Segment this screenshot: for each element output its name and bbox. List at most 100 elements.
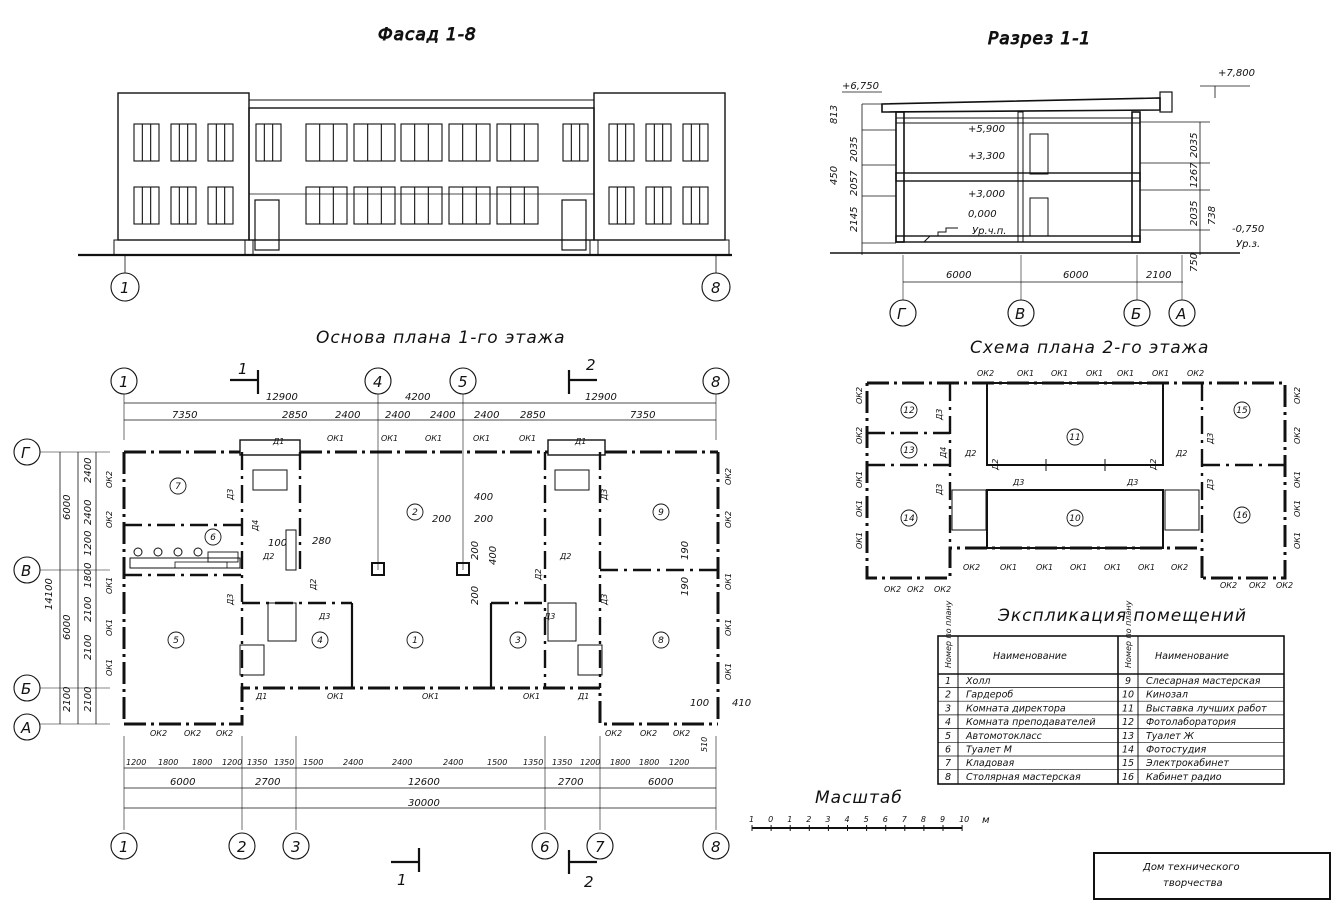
facade-window — [645, 123, 672, 162]
plan2-opening-mark-2: ОК1 — [1017, 369, 1034, 378]
section-span-3: 2100 — [1146, 270, 1171, 281]
explication-title: Экспликация помещений — [997, 606, 1247, 626]
plan2-opening-mark-34: Д2 — [1149, 459, 1158, 471]
plan1-opening-mark-16: ОК1 — [523, 692, 540, 701]
explication-row-5-name: Автомотокласс — [965, 731, 1043, 742]
plan2-opening-mark-21: ОК2 — [963, 563, 980, 572]
plan2-opening-mark-22: ОК1 — [1000, 563, 1017, 572]
explication-row-12-name: Фотолаборатория — [1146, 717, 1236, 728]
section-axis-g: Г — [897, 305, 907, 323]
plan2-opening-mark-15: ОК1 — [1293, 471, 1302, 488]
plan1-misc-dim-2: 280 — [312, 536, 331, 547]
plan1-room-6-marker — [169, 477, 187, 495]
plan2-opening-mark-37: Д3 — [935, 409, 944, 421]
plan1-axis-bottom-3: 3 — [291, 838, 301, 856]
plan1-room-3-marker — [311, 631, 329, 649]
facade-axis-1: 1 — [120, 279, 130, 297]
plan1-axis-top-5: 5 — [458, 373, 468, 391]
plan1-bottom-mid-dim-4: 2700 — [558, 777, 583, 788]
plan1-opening-mark-10: ОК1 — [381, 434, 398, 443]
plan2-opening-mark-10: ОК1 — [855, 471, 864, 488]
facade-window — [353, 186, 396, 225]
facade-view: Фасад 1-8 — [78, 25, 732, 302]
plan2-opening-mark-23: ОК1 — [1036, 563, 1053, 572]
facade-window — [305, 186, 348, 225]
plan1-opening-mark-13: ОК1 — [519, 434, 536, 443]
plan1-axis-bottom-1: 1 — [119, 838, 129, 856]
scale-tick-label-7: 5 — [864, 815, 869, 824]
plan1-opening-mark-21: ОК2 — [724, 511, 733, 528]
plan1-opening-mark-30: Д2 — [559, 552, 571, 561]
plan1-axis-bottom-6: 6 — [540, 838, 550, 856]
title-stamp — [1093, 852, 1331, 900]
plan1-opening-mark-15: ОК1 — [422, 692, 439, 701]
plan1-left-inner-dim-8: 2100 — [83, 687, 94, 712]
plan2-opening-mark-12: ОК1 — [855, 532, 864, 549]
plan1-misc-dim-4: 190 — [680, 577, 691, 596]
plan1-room-5-label: 6 — [210, 533, 216, 543]
plan1-axis-left-b: Б — [21, 680, 31, 698]
plan1-opening-mark-27: Д1 — [255, 692, 267, 701]
plan2-room-1-marker — [1066, 428, 1084, 446]
plan1-top-dim-outer-3: 12900 — [585, 392, 617, 403]
explication-row-11-num: 11 — [1122, 703, 1134, 714]
section-axis-b: Б — [1131, 305, 1141, 323]
plan2-room-6-label: 16 — [1236, 511, 1248, 521]
plan1-axis-left-v: В — [21, 562, 31, 580]
plan2-opening-mark-33: Д2 — [991, 459, 1000, 471]
plan1-cut-1-bottom: 1 — [397, 871, 407, 889]
plan1-room-2-label: 3 — [515, 636, 521, 646]
plan2-room-2-marker — [900, 401, 918, 419]
plan2-opening-mark-9: ОК2 — [855, 427, 864, 444]
plan2-room-6-marker — [1233, 506, 1251, 524]
plan2-opening-mark-1: ОК2 — [977, 369, 994, 378]
scale-tick-label-11: 9 — [940, 815, 945, 824]
plan1-left-inner-dim-4: 1800 — [83, 563, 94, 588]
plan1-misc-dim-3: 190 — [680, 541, 691, 560]
plan2-opening-mark-32: Д2 — [1175, 449, 1187, 458]
plan1-left-inner-dim-5: 2100 — [83, 597, 94, 622]
plan1-opening-mark-33: Д3 — [600, 489, 609, 501]
plan1-opening-mark-31: Д3 — [226, 489, 235, 501]
section-right-dim-4: 738 — [1207, 206, 1218, 225]
plan2-opening-mark-40: Д3 — [935, 484, 944, 496]
plan1-col-dim-2: 200 — [432, 514, 451, 525]
facade-window — [496, 123, 539, 162]
section-elev-top-left: +6,750 — [842, 81, 879, 92]
plan1-top-dim-outer-1: 12900 — [266, 392, 298, 403]
plan1-opening-mark-28: Д1 — [577, 692, 589, 701]
explication-row-10-num: 10 — [1122, 690, 1134, 701]
plan1-opening-mark-2: ОК2 — [105, 511, 114, 528]
plan2-opening-mark-8: ОК2 — [855, 387, 864, 404]
plan1-left-inner-dim-6: 2100 — [83, 635, 94, 660]
plan1-opening-mark-11: ОК1 — [425, 434, 442, 443]
facade-window — [353, 123, 396, 162]
plan2-opening-mark-14: ОК2 — [1293, 427, 1302, 444]
plan1-top-inner-dim-1: 7350 — [172, 410, 197, 421]
plan1-opening-mark-22: ОК1 — [724, 573, 733, 590]
plan1-opening-mark-9: ОК1 — [327, 434, 344, 443]
facade-window — [448, 186, 491, 225]
plan1-room-0-label: 1 — [412, 636, 418, 646]
plan2-opening-mark-6: ОК1 — [1152, 369, 1169, 378]
explication-row-3-num: 3 — [945, 703, 951, 714]
plan1-opening-mark-6: ОК2 — [150, 729, 167, 738]
facade-window — [170, 186, 197, 225]
explication-table — [937, 635, 1285, 785]
plan1-room-7-label: 8 — [658, 636, 664, 646]
explication-header-num-right: Номер по плану — [1124, 600, 1133, 668]
facade-window — [400, 123, 443, 162]
section-right-dim-2: 1267 — [1189, 162, 1200, 188]
facade-window — [608, 123, 635, 162]
plan1-left-outer-1: 6000 — [62, 495, 73, 520]
explication-row-13-name: Туалет Ж — [1146, 731, 1195, 742]
plan1-bottom-detail-dim-3: 1800 — [192, 758, 212, 767]
plan1-bottom-mid-dim-3: 12600 — [408, 777, 440, 788]
plan2-room-0-marker — [1066, 509, 1084, 527]
plan1-top-dim-outer-2: 4200 — [405, 392, 430, 403]
section-right-dim-5: 750 — [1189, 253, 1200, 272]
plan1-room-5-marker — [204, 528, 222, 546]
plan1-axis-bottom-8: 8 — [711, 838, 721, 856]
plan1-opening-mark-25: Д1 — [272, 437, 284, 446]
plan1-opening-mark-14: ОК1 — [327, 692, 344, 701]
